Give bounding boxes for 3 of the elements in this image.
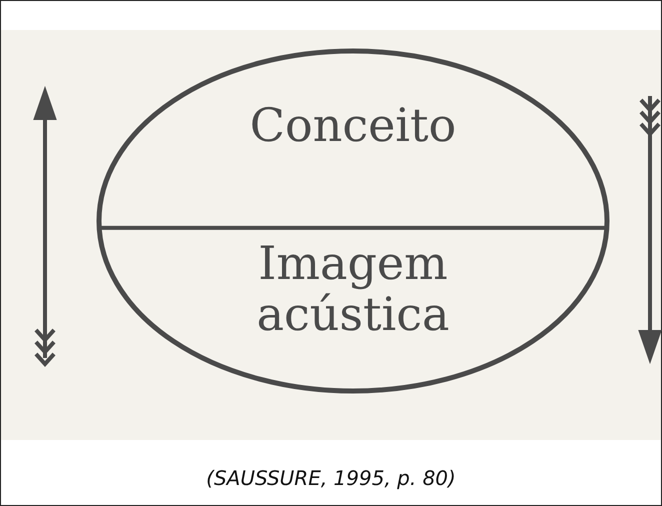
ellipse-label: Conceito: [250, 100, 456, 151]
ellipse-label: Imagem acústica: [256, 238, 450, 340]
caption: (SAUSSURE, 1995, p. 80): [206, 466, 456, 490]
